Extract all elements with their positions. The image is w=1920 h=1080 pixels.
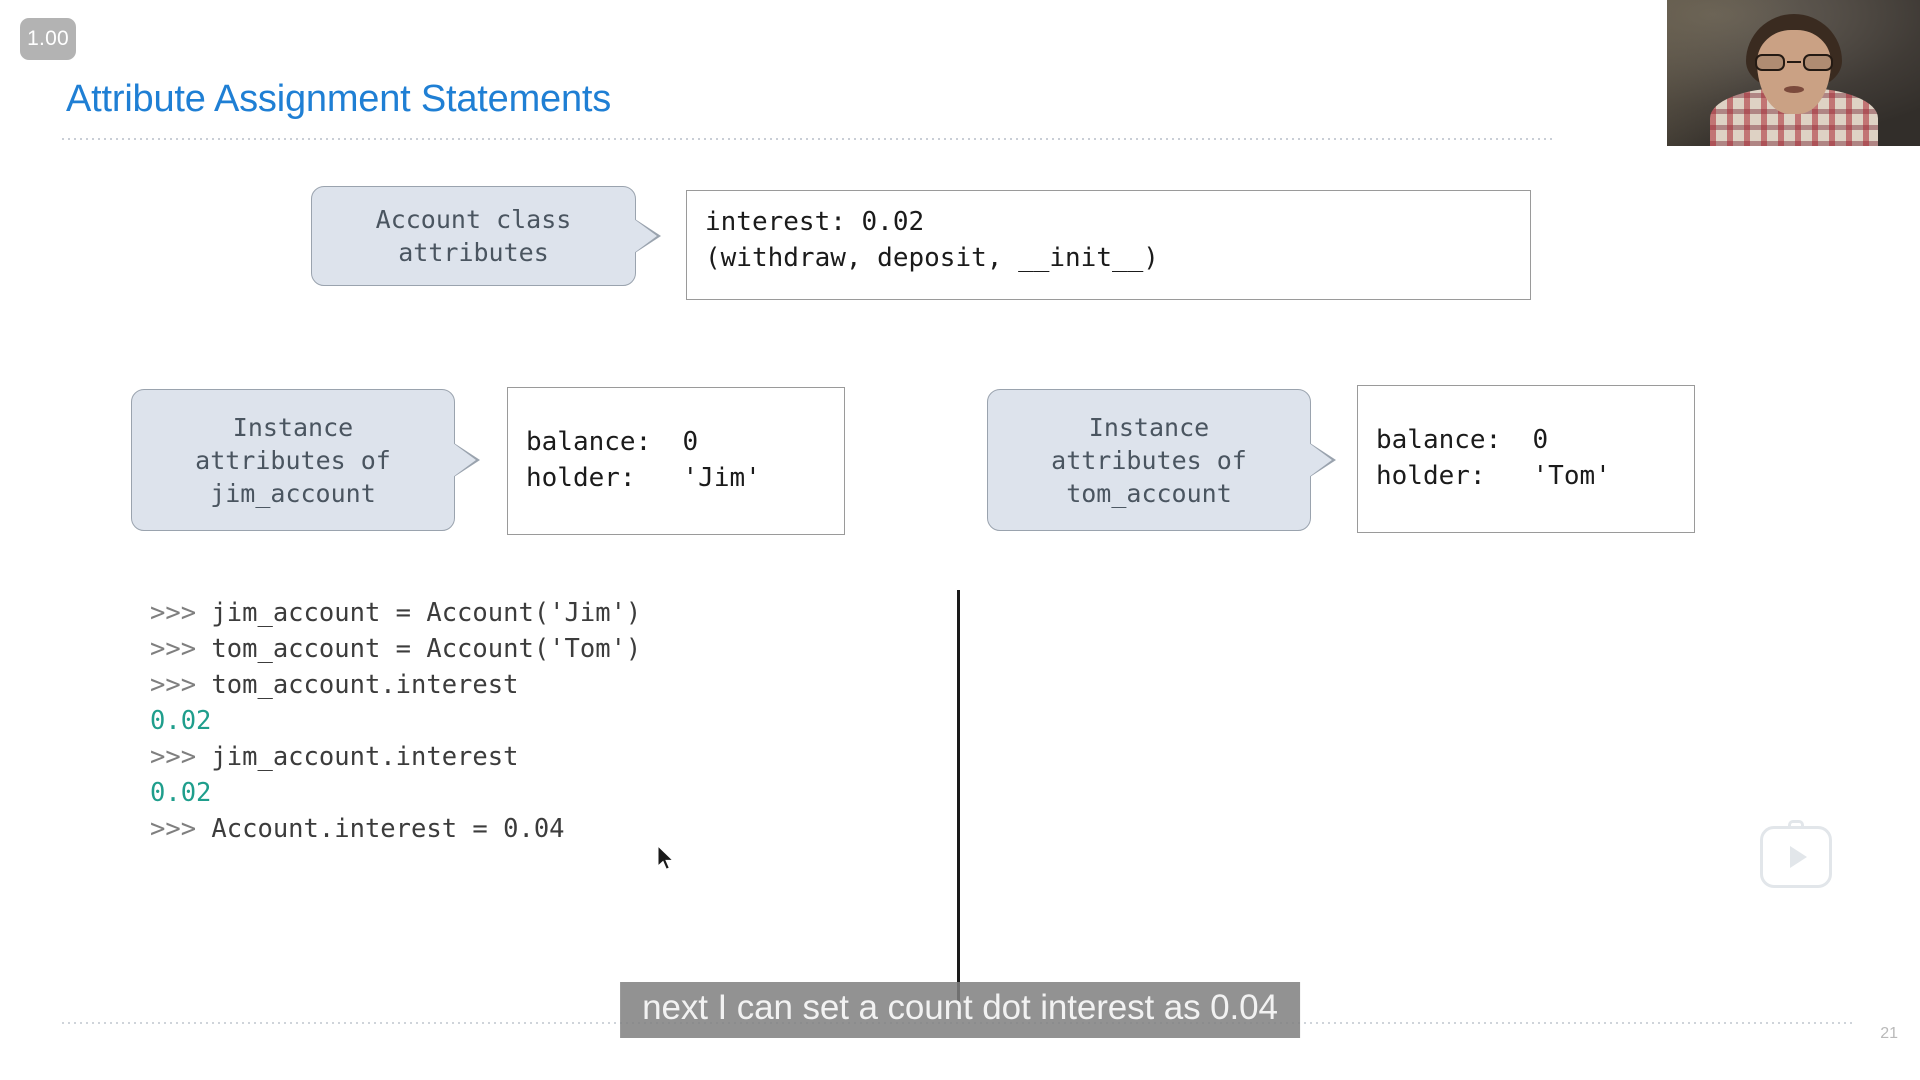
repl-output: 0.02 [150,778,212,808]
repl-prompt: >>> [150,598,212,628]
frame-instance-tom-account: balance: 0 holder: 'Tom' [1357,385,1695,533]
frame-instance-jim-account: balance: 0 holder: 'Jim' [507,387,845,535]
closed-caption-bar: next I can set a count dot interest as 0… [620,982,1300,1038]
glasses-icon [1754,54,1833,71]
presenter-mouth [1783,86,1804,93]
callout-tail-fill [634,219,657,253]
repl-line: >>> jim_account.interest [150,739,641,775]
replay-arc [1788,820,1804,829]
repl-prompt: >>> [150,742,212,772]
callout-account-class-attributes: Account class attributes [311,186,661,286]
repl-line: >>> Account.interest = 0.04 [150,811,641,847]
callout-label: Instance attributes of tom_account [1051,412,1247,508]
presenter-face [1756,30,1831,114]
play-replay-button[interactable] [1760,820,1832,888]
callout-label: Instance attributes of jim_account [195,412,391,508]
page-title: Attribute Assignment Statements [66,78,612,120]
title-divider [62,138,1552,140]
repl-input: tom_account.interest [211,670,519,700]
callout-label: Account class attributes [375,205,572,267]
repl-input: Account.interest = 0.04 [211,814,565,844]
repl-line: >>> tom_account.interest [150,667,641,703]
repl-input: jim_account.interest [211,742,519,772]
callout-tail-fill [453,443,476,477]
slide-page-number: 21 [1880,1025,1898,1042]
callout-instance-jim-account: Instance attributes of jim_account [131,389,480,531]
repl-line: >>> jim_account = Account('Jim') [150,595,641,631]
repl-input: jim_account = Account('Jim') [211,598,642,628]
repl-line: 0.02 [150,703,641,739]
presenter-webcam-thumbnail[interactable] [1665,0,1920,148]
play-triangle-icon [1790,846,1807,868]
repl-prompt: >>> [150,670,212,700]
playback-speed-badge[interactable]: 1.00 [20,18,76,60]
vertical-divider [957,590,960,1011]
mouse-cursor-icon [657,845,674,870]
frame-account-class-attributes: interest: 0.02 (withdraw, deposit, __ini… [686,190,1531,300]
repl-line: >>> tom_account = Account('Tom') [150,631,641,667]
repl-prompt: >>> [150,634,212,664]
repl-prompt: >>> [150,814,212,844]
repl-input: tom_account = Account('Tom') [211,634,642,664]
repl-output: 0.02 [150,706,212,736]
callout-instance-tom-account: Instance attributes of tom_account [987,389,1336,531]
callout-tail-fill [1309,443,1332,477]
repl-transcript: >>> jim_account = Account('Jim')>>> tom_… [150,595,641,847]
repl-line: 0.02 [150,775,641,811]
